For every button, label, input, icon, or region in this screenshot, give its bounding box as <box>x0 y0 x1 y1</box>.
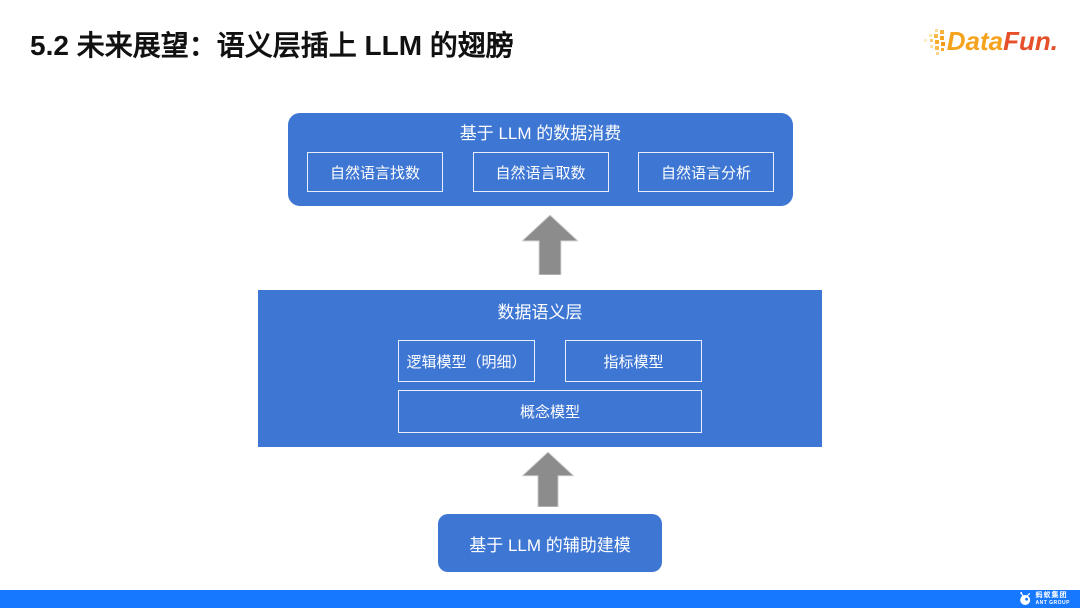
brand-part2: Fun. <box>1003 26 1058 56</box>
datafun-dots-icon <box>922 27 946 57</box>
semantic-box: 数据语义层 逻辑模型（明细） 指标模型 概念模型 <box>258 290 822 447</box>
semantic-item-concept-model: 概念模型 <box>398 390 702 433</box>
semantic-box-title: 数据语义层 <box>497 303 583 322</box>
ant-group-cn: 蚂蚁集团 <box>1035 591 1068 599</box>
semantic-grid: 逻辑模型（明细） 指标模型 概念模型 <box>398 340 702 433</box>
consumption-box: 基于 LLM 的数据消费 自然语言找数 自然语言取数 自然语言分析 <box>288 113 793 206</box>
semantic-row2: 概念模型 <box>398 390 702 433</box>
ant-icon <box>1018 591 1033 606</box>
page-title: 5.2 未来展望：语义层插上 LLM 的翅膀 <box>30 30 514 61</box>
ant-group-en: ANT GROUP <box>1035 599 1070 606</box>
datafun-wordmark: DataFun. <box>947 26 1058 57</box>
brand-part1: Data <box>946 26 1004 56</box>
footer-bar: 蚂蚁集团 ANT GROUP <box>0 590 1080 608</box>
datafun-logo: DataFun. <box>922 26 1058 57</box>
semantic-item-logical-model: 逻辑模型（明细） <box>398 340 535 382</box>
consumption-item-find: 自然语言找数 <box>307 152 443 192</box>
consumption-item-fetch: 自然语言取数 <box>472 152 609 192</box>
modeling-box-title: 基于 LLM 的辅助建模 <box>469 535 631 555</box>
consumption-box-title: 基于 LLM 的数据消费 <box>459 124 622 143</box>
consumption-items-row: 自然语言找数 自然语言取数 自然语言分析 <box>288 152 793 192</box>
up-arrow-icon-top <box>520 214 580 276</box>
consumption-item-analyze: 自然语言分析 <box>638 152 774 192</box>
modeling-box: 基于 LLM 的辅助建模 <box>438 514 662 572</box>
up-arrow-icon-bottom <box>521 451 575 508</box>
semantic-row1: 逻辑模型（明细） 指标模型 <box>398 340 702 382</box>
ant-group-text: 蚂蚁集团 ANT GROUP <box>1036 592 1071 606</box>
ant-group-logo: 蚂蚁集团 ANT GROUP <box>1018 591 1071 606</box>
semantic-item-metric-model: 指标模型 <box>565 340 702 382</box>
